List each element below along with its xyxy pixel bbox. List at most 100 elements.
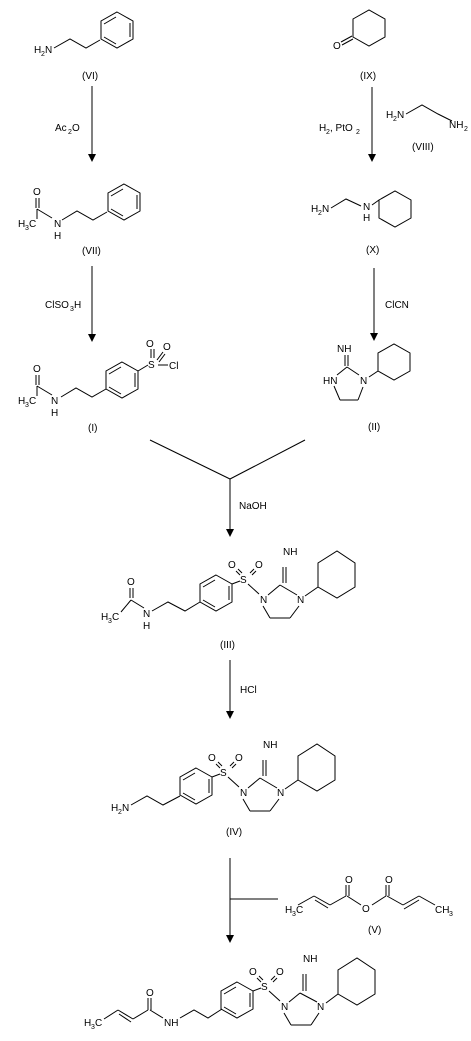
atom-hn: HN bbox=[323, 376, 337, 387]
label-V: (V) bbox=[368, 925, 381, 936]
atom-h: H bbox=[54, 231, 61, 242]
reagent-pto2-sub: 2 bbox=[356, 129, 360, 136]
atom-h2n: H bbox=[111, 803, 118, 814]
atom-nh2: NH bbox=[449, 120, 463, 131]
atom-h3c-sub: 3 bbox=[25, 402, 29, 409]
atom-nh: NH bbox=[283, 547, 297, 558]
atom-sub: 2 bbox=[41, 51, 45, 58]
atom-n: N bbox=[360, 376, 367, 387]
reagent-h2-sub: 2 bbox=[326, 129, 330, 136]
reagent-pto2: , PtO bbox=[330, 123, 353, 134]
reagent-clso3h: ClSO bbox=[45, 300, 69, 311]
structure-II: NH HN N bbox=[323, 343, 411, 401]
atom-h3c: H bbox=[285, 905, 292, 916]
atom-h: H bbox=[143, 621, 150, 632]
atom-h2n: H bbox=[34, 45, 41, 56]
atom-c: C bbox=[95, 1018, 102, 1029]
atom-c: C bbox=[296, 905, 303, 916]
atom-n: N bbox=[45, 45, 52, 56]
structure-V: O O O CH 3 H 3 C bbox=[285, 875, 453, 918]
structure-final-product: H 3 C O NH S O O N NH N bbox=[84, 954, 376, 1031]
atom-h3c-sub: 3 bbox=[91, 1024, 95, 1031]
label-VIII: (VIII) bbox=[412, 142, 434, 153]
atom-n: N bbox=[143, 609, 150, 620]
atom-cl: Cl bbox=[169, 361, 178, 372]
reagent-naoh: NaOH bbox=[239, 501, 267, 512]
label-VI: (VI) bbox=[82, 71, 98, 82]
structure-VIII: H 2 N NH 2 bbox=[386, 104, 468, 133]
atom-o: O bbox=[33, 187, 41, 198]
atom-nh: NH bbox=[164, 1018, 178, 1029]
atom-sub: 2 bbox=[393, 116, 397, 123]
atom-nh: NH bbox=[303, 954, 317, 965]
reagent-hcl: HCl bbox=[240, 685, 257, 696]
atom-o: O bbox=[163, 342, 171, 353]
atom-h3c: H bbox=[18, 219, 25, 230]
atom-o: O bbox=[228, 560, 236, 571]
atom-n: N bbox=[317, 1002, 324, 1013]
atom-h3c-sub: 3 bbox=[108, 618, 112, 625]
atom-c: C bbox=[29, 396, 36, 407]
atom-o: O bbox=[208, 753, 216, 764]
atom-o: O bbox=[362, 904, 370, 915]
structure-IV: H 2 N S O O N NH N bbox=[111, 740, 336, 816]
label-IV: (IV) bbox=[226, 827, 242, 838]
converge-left-line bbox=[149, 439, 231, 480]
atom-o: O bbox=[146, 339, 154, 350]
atom-c: C bbox=[29, 219, 36, 230]
label-II: (II) bbox=[368, 422, 380, 433]
atom-h2n: H bbox=[311, 204, 318, 215]
atom-h: H bbox=[363, 213, 370, 224]
atom-o: O bbox=[333, 41, 341, 52]
label-VII: (VII) bbox=[82, 246, 101, 257]
reagent-clso3h-tail: H bbox=[74, 300, 81, 311]
atom-n: N bbox=[322, 204, 329, 215]
atom-o: O bbox=[235, 753, 243, 764]
atom-n: N bbox=[277, 788, 284, 799]
atom-o: O bbox=[146, 988, 154, 999]
atom-o: O bbox=[345, 875, 353, 886]
structure-X: H 2 N N H bbox=[311, 190, 412, 228]
structure-I: O H 3 C N H S O O Cl bbox=[18, 339, 178, 419]
reagent-h2: H bbox=[319, 123, 326, 134]
atom-o: O bbox=[249, 967, 257, 978]
atom-sub: 2 bbox=[118, 809, 122, 816]
atom-o: O bbox=[385, 875, 393, 886]
structure-VI: H 2 N bbox=[34, 11, 134, 58]
atom-o: O bbox=[276, 967, 284, 978]
reagent-clso3h-sub: 3 bbox=[70, 306, 74, 313]
converge-right-line bbox=[229, 439, 306, 480]
atom-h2n: H bbox=[386, 110, 393, 121]
atom-c: C bbox=[112, 612, 119, 623]
atom-s: S bbox=[220, 768, 227, 779]
atom-nh: NH bbox=[337, 344, 351, 355]
reagent-ac2o-sub: 2 bbox=[68, 129, 72, 136]
atom-h3c-sub: 3 bbox=[25, 225, 29, 232]
atom-n: N bbox=[297, 595, 304, 606]
atom-o: O bbox=[127, 577, 135, 588]
atom-n: N bbox=[363, 202, 370, 213]
label-X: (X) bbox=[366, 245, 379, 256]
atom-h3c: H bbox=[84, 1018, 91, 1029]
atom-h3c: H bbox=[18, 396, 25, 407]
atom-s: S bbox=[261, 982, 268, 993]
atom-sub: 2 bbox=[464, 126, 468, 133]
atom-n: N bbox=[260, 595, 267, 606]
atom-sub: 2 bbox=[318, 210, 322, 217]
atom-o: O bbox=[255, 560, 263, 571]
atom-n: N bbox=[51, 396, 58, 407]
label-III: (III) bbox=[220, 640, 235, 651]
atom-n: N bbox=[122, 803, 129, 814]
atom-ch3-sub: 3 bbox=[449, 911, 453, 918]
label-I: (I) bbox=[88, 423, 97, 434]
atom-h3c: H bbox=[101, 612, 108, 623]
atom-o: O bbox=[33, 364, 41, 375]
structure-VII: O H 3 C N H bbox=[18, 183, 141, 242]
reagent-clcn: ClCN bbox=[385, 300, 409, 311]
atom-n: N bbox=[397, 110, 404, 121]
atom-h3c-sub: 3 bbox=[292, 911, 296, 918]
structure-IX: O bbox=[333, 9, 386, 52]
atom-n: N bbox=[240, 788, 247, 799]
atom-nh: NH bbox=[263, 740, 277, 751]
